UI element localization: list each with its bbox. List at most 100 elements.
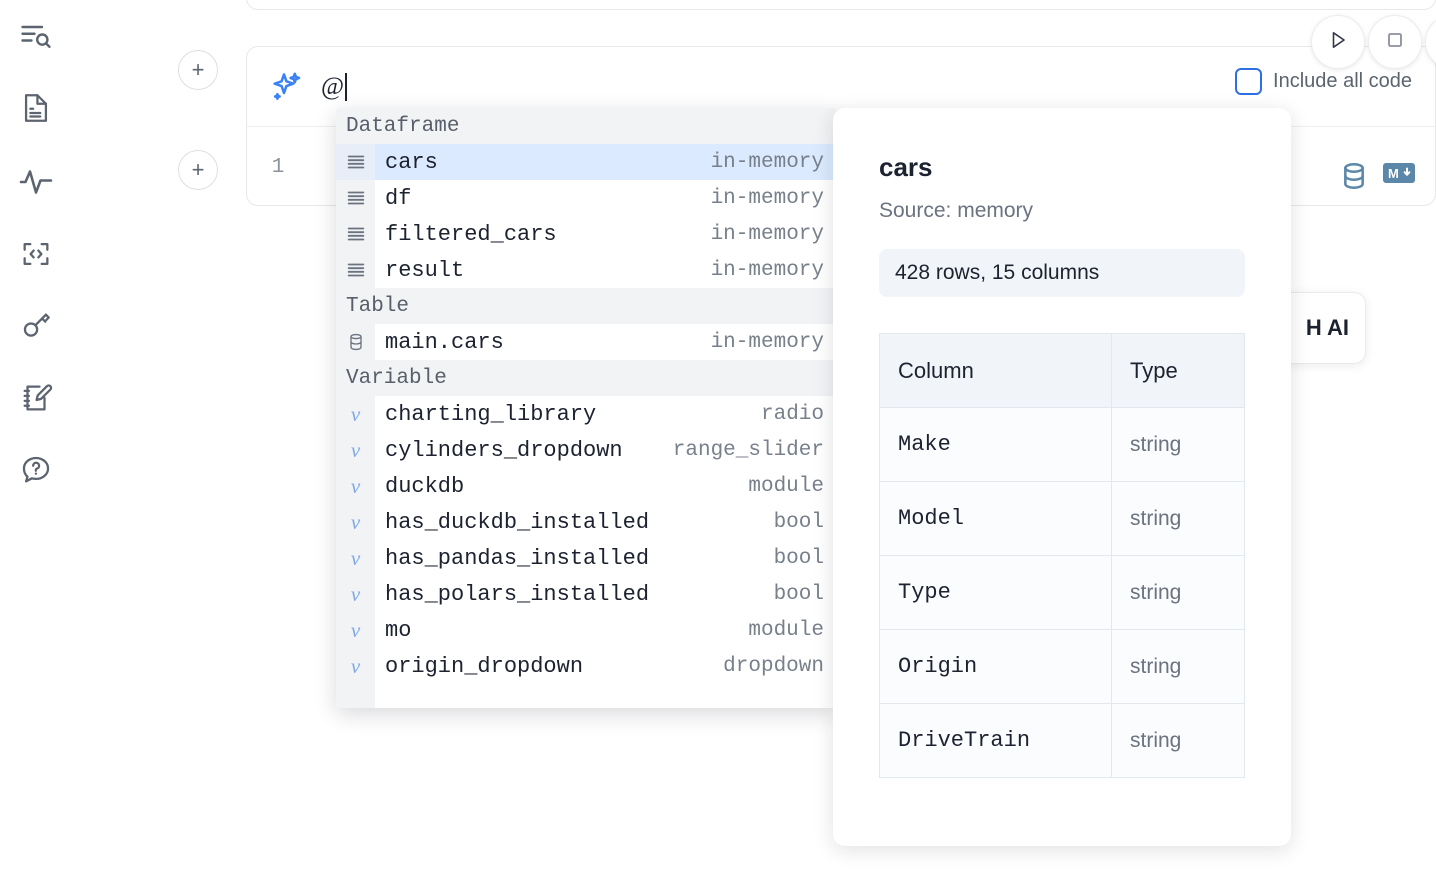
autocomplete-item-type: in-memory xyxy=(710,150,824,174)
sidebar-item-help[interactable] xyxy=(12,446,60,494)
autocomplete-item-body: df in-memory xyxy=(375,180,836,216)
detail-stats-badge: 428 rows, 15 columns xyxy=(879,249,1245,297)
autocomplete-item-name: result xyxy=(385,257,465,283)
stop-square-icon xyxy=(1383,28,1407,57)
column-header-type: Type xyxy=(1111,333,1245,408)
sidebar-item-explore[interactable] xyxy=(12,12,60,60)
autocomplete-item[interactable]: v cylinders_dropdown range_slider xyxy=(336,432,836,468)
stop-button[interactable] xyxy=(1368,15,1422,69)
sidebar-item-scratchpad[interactable] xyxy=(12,374,60,422)
activity-pulse-icon xyxy=(18,164,54,200)
database-icon[interactable] xyxy=(1338,160,1370,192)
cell-action-icons: M xyxy=(1338,160,1416,192)
autocomplete-item-type: bool xyxy=(773,546,824,570)
line-number: 1 xyxy=(271,155,285,179)
sidebar-item-snippets[interactable] xyxy=(12,230,60,278)
autocomplete-group-header: Table xyxy=(336,288,836,324)
code-snippet-icon xyxy=(19,237,53,271)
autocomplete-item-type: in-memory xyxy=(710,186,824,210)
variable-v-icon: v xyxy=(336,468,375,504)
add-cell-button-bottom[interactable]: + xyxy=(178,150,218,190)
markdown-icon[interactable]: M xyxy=(1382,160,1416,192)
column-header-column: Column xyxy=(879,333,1112,408)
dataframe-rows-icon xyxy=(336,144,375,180)
detail-title: cars xyxy=(879,152,933,182)
add-cell-button-top[interactable]: + xyxy=(178,50,218,90)
detail-column-name: Type xyxy=(879,555,1112,630)
autocomplete-item-name: df xyxy=(385,185,412,211)
ai-chip-label: H AI xyxy=(1305,315,1349,340)
dataframe-rows-icon xyxy=(336,252,375,288)
file-document-icon xyxy=(19,91,53,125)
autocomplete-item-body: cars in-memory xyxy=(375,144,836,180)
database-icon xyxy=(336,324,375,360)
variable-v-icon: v xyxy=(336,504,375,540)
detail-column-name: Origin xyxy=(879,629,1112,704)
include-all-code-control[interactable]: Include all code xyxy=(1235,68,1412,95)
play-icon xyxy=(1326,28,1350,57)
autocomplete-item[interactable]: cars in-memory xyxy=(336,144,836,180)
ai-prompt-input[interactable]: @ xyxy=(321,72,348,101)
code-editor-row[interactable]: 1 xyxy=(247,128,1435,206)
autocomplete-item-name: has_polars_installed xyxy=(385,581,650,607)
autocomplete-item-name: has_duckdb_installed xyxy=(385,509,650,535)
run-button[interactable] xyxy=(1311,15,1365,69)
detail-column-name: Make xyxy=(879,407,1112,482)
help-chat-icon xyxy=(19,453,53,487)
sidebar-item-secrets[interactable] xyxy=(12,302,60,350)
scratchpad-pencil-icon xyxy=(19,381,53,415)
autocomplete-item-name: charting_library xyxy=(385,401,597,427)
autocomplete-item-name: cars xyxy=(385,149,438,175)
autocomplete-item-name: cylinders_dropdown xyxy=(385,437,623,463)
autocomplete-item-type: radio xyxy=(760,402,824,426)
variable-v-icon: v xyxy=(336,648,375,684)
sidebar-rail xyxy=(0,0,72,874)
autocomplete-item-type: module xyxy=(748,474,824,498)
autocomplete-item-name: main.cars xyxy=(385,329,504,355)
autocomplete-item-type: in-memory xyxy=(710,222,824,246)
dataframe-rows-icon xyxy=(336,216,375,252)
detail-column-type: string xyxy=(1111,555,1245,630)
include-all-code-label: Include all code xyxy=(1273,70,1412,92)
sidebar-item-runtime[interactable] xyxy=(12,158,60,206)
table-header-row: Column Type xyxy=(879,333,1245,408)
variable-v-icon: v xyxy=(336,432,375,468)
autocomplete-item-body: charting_library radio xyxy=(375,396,836,432)
detail-column-name: Model xyxy=(879,481,1112,556)
sidebar-item-notebook-files[interactable] xyxy=(12,84,60,132)
autocomplete-group-header: Dataframe xyxy=(336,108,836,144)
autocomplete-item-type: dropdown xyxy=(723,654,824,678)
svg-text:M: M xyxy=(1388,166,1399,181)
autocomplete-item-name: has_pandas_installed xyxy=(385,545,650,571)
symbol-detail-panel: cars Source: memory 428 rows, 15 columns… xyxy=(833,108,1291,846)
variable-v-icon: v xyxy=(336,612,375,648)
include-all-code-checkbox[interactable] xyxy=(1235,68,1263,95)
detail-column-type: string xyxy=(1111,481,1245,556)
autocomplete-item[interactable]: df in-memory xyxy=(336,180,836,216)
autocomplete-item-type: range_slider xyxy=(672,438,824,462)
plus-icon: + xyxy=(191,57,205,82)
